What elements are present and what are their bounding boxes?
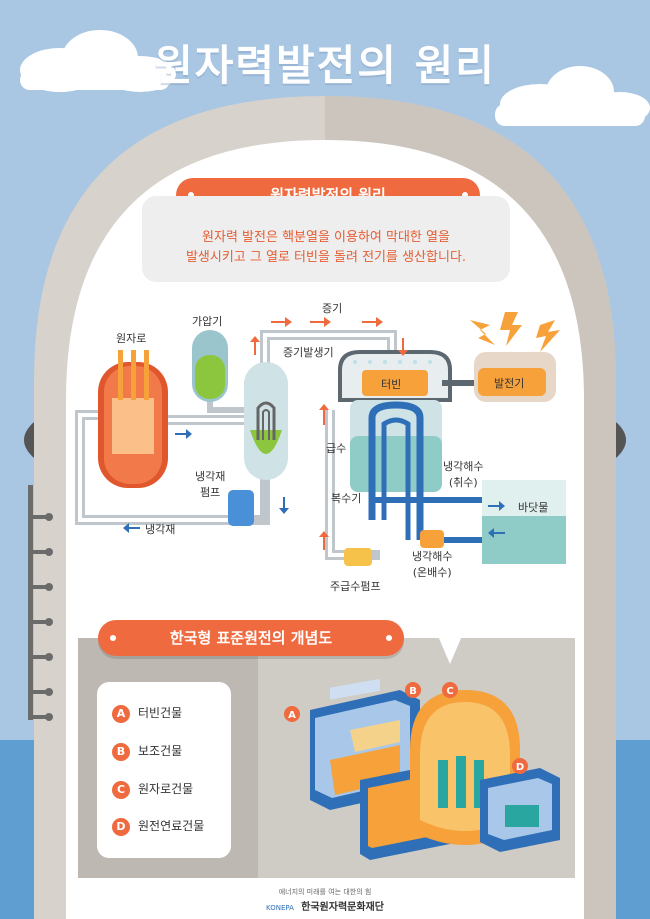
flow-arrows [250, 317, 408, 550]
legend-label-b: 보조건물 [138, 744, 183, 758]
steam-generator-icon [244, 362, 288, 480]
label-condenser: 복수기 [331, 492, 362, 505]
label-feedwater: 급수 [326, 442, 347, 455]
intro-line-2: 발생시키고 그 열로 터빈을 돌려 전기를 생산합니다. [185, 250, 467, 265]
footer-tagline: 에너지의 미래를 여는 대한의 힘 [278, 888, 372, 896]
label-coolant: 냉각재 [145, 523, 176, 536]
legend-label-c: 원자로건물 [138, 782, 194, 796]
legend-letter-b: B [112, 742, 130, 761]
feedwater-pump-icon [344, 548, 372, 566]
footer-org: 한국원자력문화재단 [301, 902, 384, 913]
label-cooling-in-2: (취수) [448, 476, 478, 489]
pressurizer-icon [192, 330, 228, 402]
label-cooling-in: 냉각해수 (취수) [443, 458, 483, 490]
panel-notch [438, 636, 462, 664]
legend-letter-d: D [112, 817, 130, 836]
label-cooling-out-1: 냉각해수 [412, 550, 453, 563]
label-coolant-pump-1: 냉각재 [195, 470, 226, 483]
legend-label-d: 원전연료건물 [138, 819, 205, 833]
turbine-icon [362, 370, 428, 396]
label-generator: 발전기 [494, 377, 525, 390]
marker-d: D [512, 758, 528, 774]
svg-text:D: D [516, 762, 524, 773]
legend-label-a: 터빈건물 [138, 706, 183, 720]
label-reactor: 원자로 [116, 332, 147, 345]
intro-line-1: 원자력 발전은 핵분열을 이용하여 막대한 열을 [202, 230, 450, 245]
seawater-icon [482, 480, 566, 564]
svg-text:B: B [409, 686, 417, 697]
label-turbine: 터빈 [381, 378, 402, 391]
intro-text: 원자력 발전은 핵분열을 이용하여 막대한 열을 발생시키고 그 열로 터빈을 … [142, 228, 510, 268]
legend-letter-a: A [112, 704, 130, 723]
marker-a: A [284, 706, 300, 722]
footer: 에너지의 미래를 여는 대한의 힘 KONEPA 한국원자력문화재단 [0, 887, 650, 913]
label-cooling-out: 냉각해수 (온배수) [412, 548, 452, 580]
section-heading-plant: 한국형 표준원전의 개념도 [98, 620, 404, 656]
cooling-pump-icon [420, 530, 444, 548]
ladder [28, 485, 53, 721]
footer-logo: KONEPA [266, 904, 294, 912]
svg-text:C: C [446, 686, 453, 697]
intro-box [142, 196, 510, 282]
label-cooling-out-2: (온배수) [412, 566, 452, 579]
marker-b: B [405, 682, 421, 698]
marker-c: C [442, 682, 458, 698]
svg-text:A: A [288, 710, 296, 721]
legend-item-c: C 원자로건물 [112, 779, 193, 799]
coolant-pump-icon [228, 490, 254, 526]
label-coolant-pump-2: 펌프 [200, 486, 221, 499]
label-coolant-pump: 냉각재 펌프 [195, 468, 225, 500]
label-feedwater-pump: 주급수펌프 [330, 580, 381, 593]
reactor-icon [98, 350, 168, 488]
legend-item-a: A 터빈건물 [112, 703, 182, 723]
legend-item-b: B 보조건물 [112, 741, 182, 761]
label-pressurizer: 가압기 [192, 315, 223, 328]
label-steam-generator: 증기발생기 [283, 346, 334, 359]
label-seawater: 바닷물 [518, 501, 549, 514]
legend-letter-c: C [112, 780, 130, 799]
section-heading-plant-text: 한국형 표준원전의 개념도 [169, 629, 333, 647]
label-steam: 증기 [322, 302, 343, 315]
plant-illustration: A B C D [284, 678, 560, 860]
label-cooling-in-1: 냉각해수 [443, 460, 484, 473]
legend-item-d: D 원전연료건물 [112, 816, 204, 836]
blue-arrows [123, 429, 505, 538]
cloud-left [20, 30, 176, 92]
cloud-right [495, 66, 650, 126]
lightning-icon [470, 312, 560, 352]
page-title: 원자력발전의 원리 [154, 41, 496, 90]
